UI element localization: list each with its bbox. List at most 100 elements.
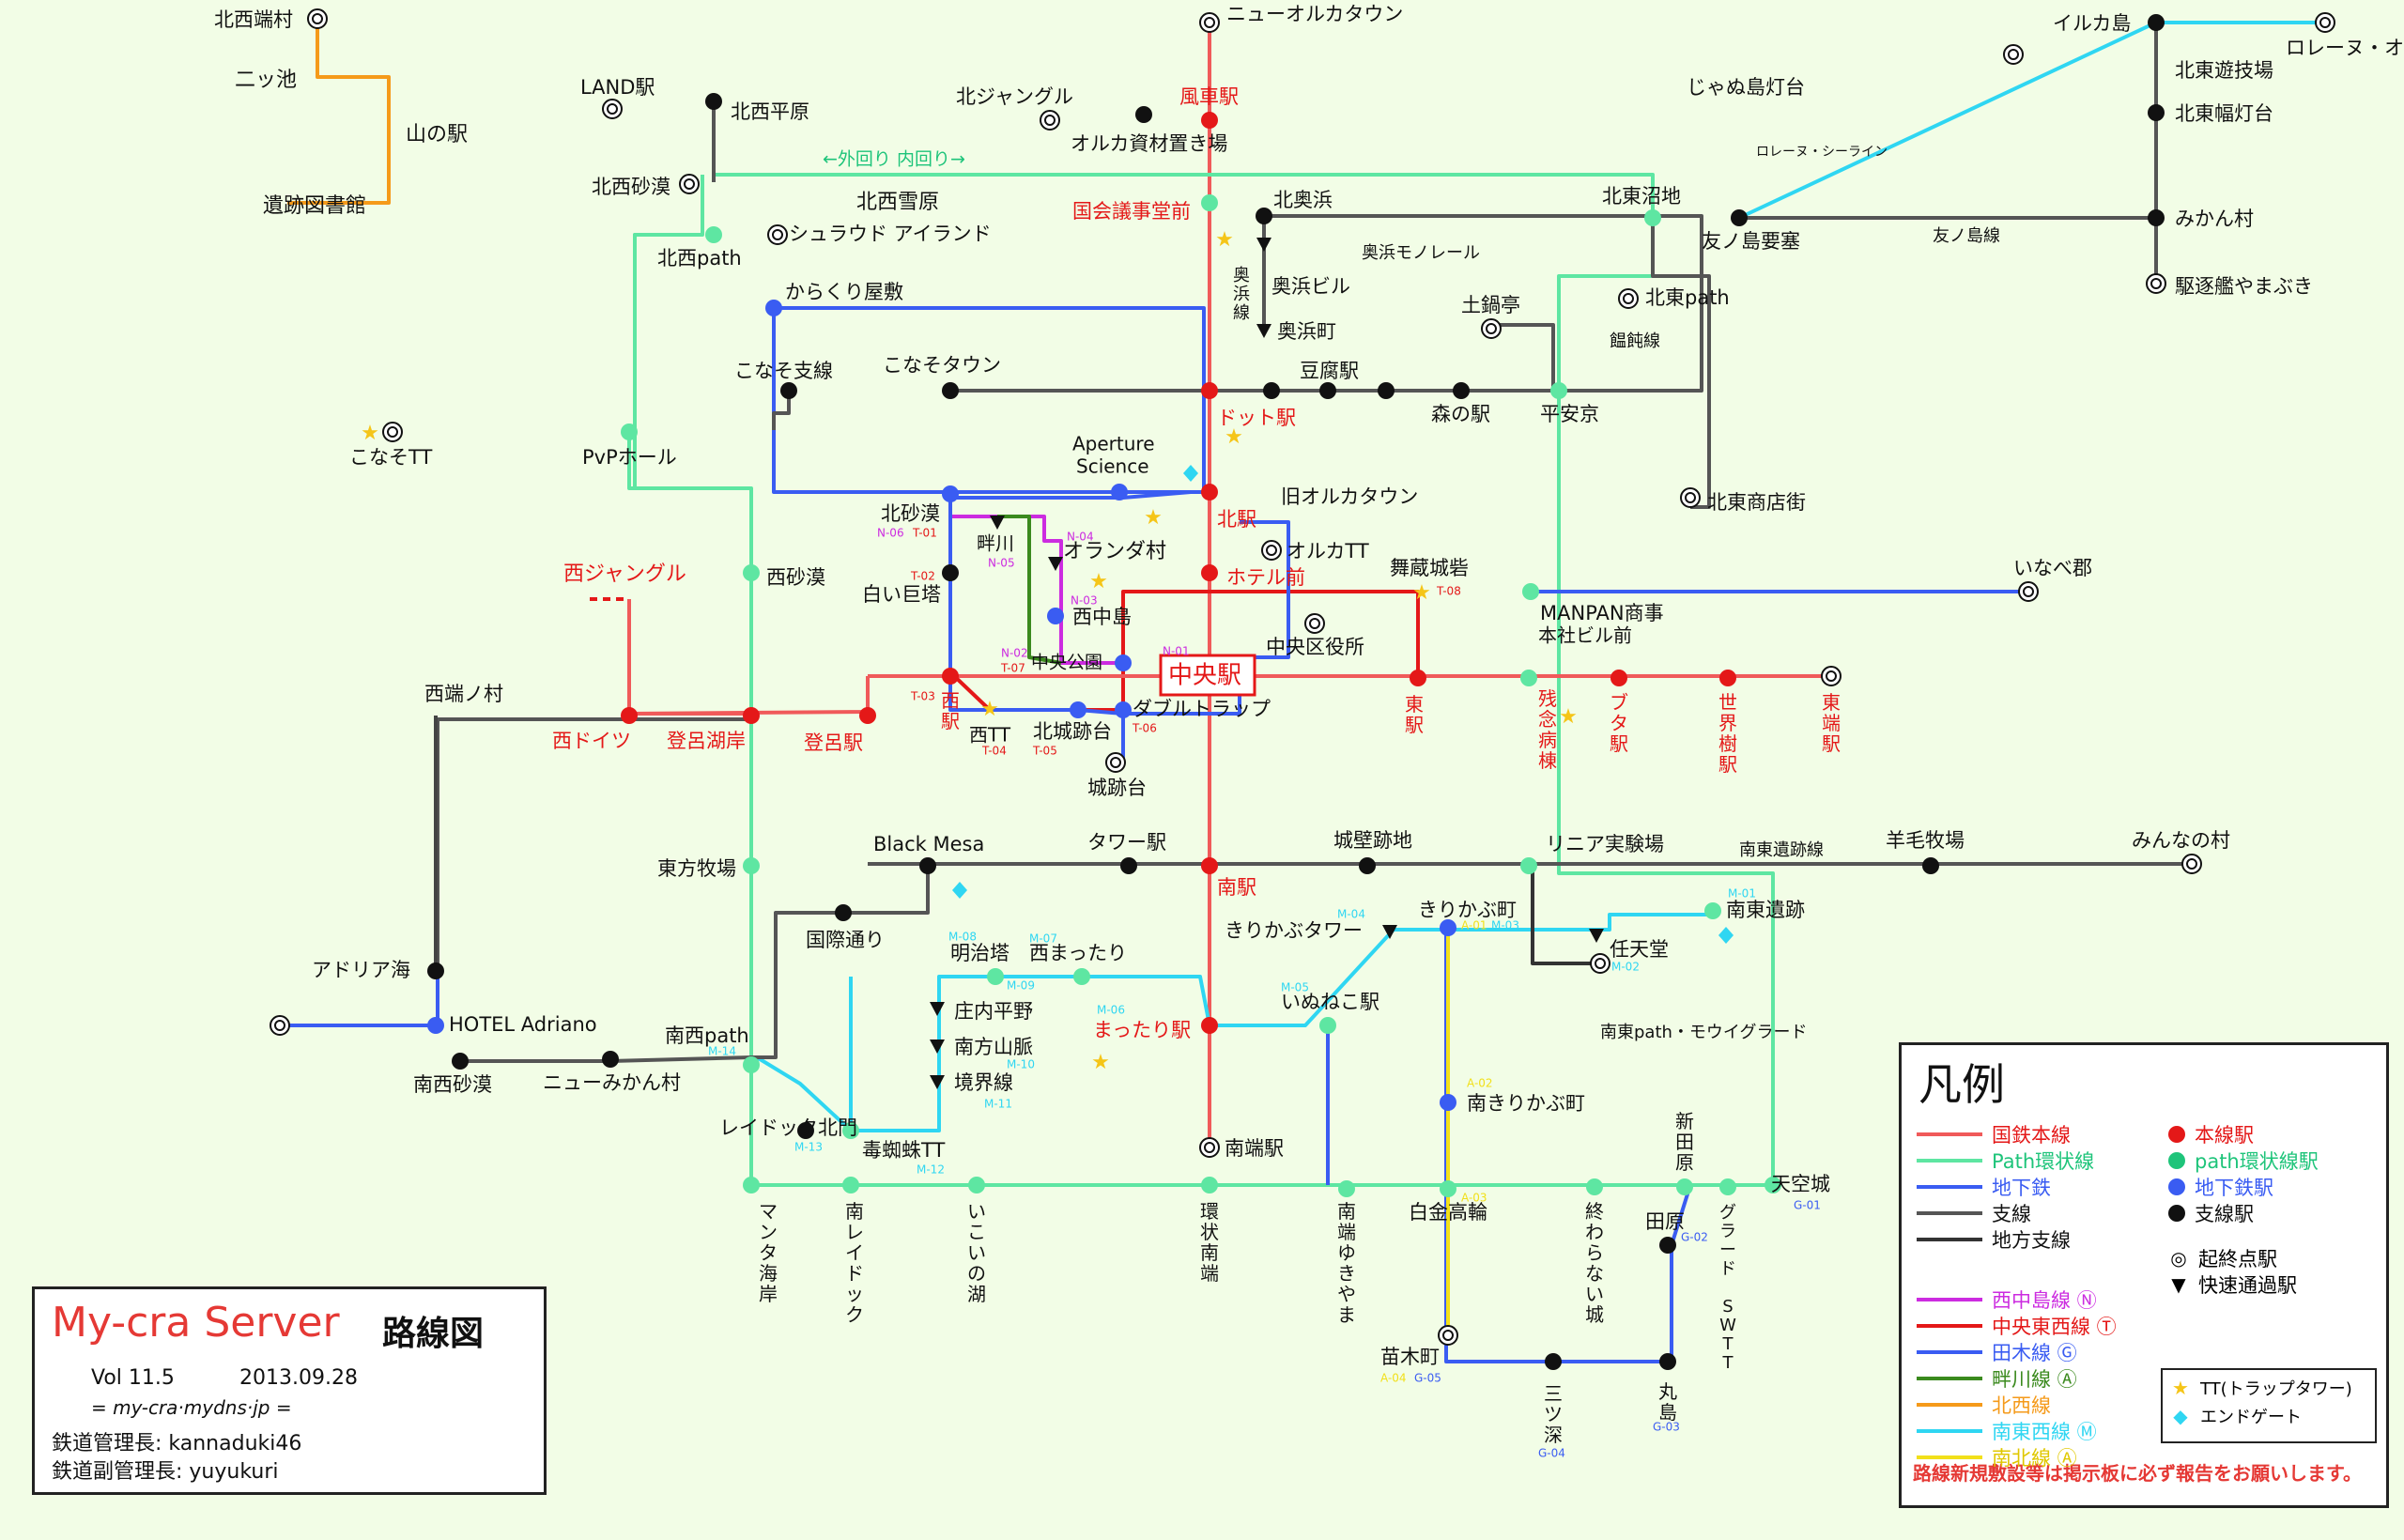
- station-dot[interactable]: [1520, 670, 1537, 686]
- map-label: 北西雪原: [856, 191, 939, 214]
- station-dot[interactable]: [743, 1177, 760, 1194]
- station-label: 豆腐駅: [1300, 360, 1359, 382]
- station-dot[interactable]: [1338, 1180, 1355, 1197]
- station-dot[interactable]: [1704, 902, 1721, 919]
- station-dot[interactable]: [1201, 1017, 1218, 1034]
- vertical-label-char: 東: [1405, 693, 1424, 716]
- station-dot[interactable]: [452, 1053, 469, 1070]
- station-dot[interactable]: [842, 1177, 859, 1194]
- station-dot[interactable]: [1120, 857, 1137, 874]
- station-dot[interactable]: [1644, 209, 1661, 226]
- map-label: オランダ村: [1063, 540, 1166, 563]
- station-dot[interactable]: [1764, 1177, 1781, 1194]
- legend-trap-icon: ★: [2172, 1377, 2189, 1399]
- station-dot[interactable]: [780, 382, 797, 399]
- station-dot[interactable]: [1550, 382, 1567, 399]
- station-dot[interactable]: [1522, 583, 1539, 600]
- station-dot[interactable]: [743, 564, 760, 581]
- station-dot[interactable]: [2148, 104, 2165, 121]
- station-dot[interactable]: [987, 968, 1004, 985]
- station-dot[interactable]: [705, 93, 722, 110]
- station-dot[interactable]: [743, 857, 760, 874]
- station-dot[interactable]: [1256, 208, 1272, 224]
- station-dot[interactable]: [621, 424, 638, 440]
- station-dot[interactable]: [1115, 654, 1132, 671]
- station-dot[interactable]: [1201, 1177, 1218, 1194]
- station-dot[interactable]: [1111, 484, 1128, 500]
- station-dot[interactable]: [1073, 968, 1090, 985]
- station-dot[interactable]: [1440, 1094, 1456, 1111]
- station-dot[interactable]: [705, 226, 722, 243]
- station-label: Black Mesa: [873, 833, 984, 855]
- station-dot[interactable]: [835, 904, 852, 921]
- legend-station-label: path環状線駅: [2195, 1150, 2319, 1173]
- station-dot[interactable]: [1201, 484, 1218, 500]
- terminal-inner-ring: [1486, 323, 1497, 334]
- legend-line-row: 畔川線 Ⓐ: [1917, 1366, 2077, 1391]
- station-dot[interactable]: [797, 1122, 814, 1139]
- terminal-label: 任天堂: [1610, 938, 1669, 961]
- station-dot[interactable]: [1319, 1017, 1336, 1034]
- station-dot[interactable]: [842, 1122, 859, 1139]
- station-dot[interactable]: [1359, 857, 1376, 874]
- station-dot[interactable]: [1731, 209, 1748, 226]
- terminal-inner-ring: [1044, 115, 1056, 126]
- legend-station-dot: [2168, 1178, 2185, 1195]
- station-dot[interactable]: [1440, 1180, 1456, 1197]
- station-dot[interactable]: [1440, 919, 1456, 936]
- station-dot[interactable]: [1047, 608, 1064, 624]
- station-dot[interactable]: [743, 707, 760, 724]
- station-dot[interactable]: [859, 707, 876, 724]
- trap-tower-star-icon: ★: [361, 422, 379, 445]
- station-dot[interactable]: [1659, 1353, 1676, 1370]
- station-dot[interactable]: [1659, 1237, 1676, 1254]
- station-dot[interactable]: [1378, 382, 1395, 399]
- terminal-inner-ring: [2186, 858, 2197, 870]
- station-label: 西砂漠: [766, 566, 825, 589]
- vertical-label-char: 浜: [1233, 285, 1250, 304]
- station-dot[interactable]: [427, 962, 444, 979]
- station-dot[interactable]: [1676, 1178, 1693, 1195]
- vertical-label-char: 棟: [1538, 749, 1557, 772]
- station-dot[interactable]: [1586, 1178, 1603, 1195]
- terminal-label: オルカTT: [1287, 540, 1369, 562]
- station-dot[interactable]: [1201, 382, 1218, 399]
- station-dot[interactable]: [1545, 1353, 1562, 1370]
- station-dot[interactable]: [1520, 857, 1537, 874]
- station-dot[interactable]: [1610, 670, 1627, 686]
- station-dot[interactable]: [1719, 1178, 1736, 1195]
- legend-line-swatch: [1917, 1211, 1982, 1215]
- station-dot[interactable]: [427, 1017, 444, 1034]
- station-dot[interactable]: [1201, 564, 1218, 581]
- station-code: N-01: [1163, 645, 1190, 658]
- station-dot[interactable]: [1263, 382, 1280, 399]
- station-dot[interactable]: [621, 707, 638, 724]
- station-dot[interactable]: [1070, 701, 1086, 718]
- station-dot[interactable]: [942, 564, 959, 581]
- station-dot[interactable]: [919, 857, 936, 874]
- station-dot[interactable]: [1201, 857, 1218, 874]
- station-dot[interactable]: [743, 1056, 760, 1073]
- station-label: ホテル前: [1226, 566, 1305, 589]
- station-dot[interactable]: [1319, 382, 1336, 399]
- station-dot[interactable]: [1719, 670, 1736, 686]
- station-dot[interactable]: [2148, 209, 2165, 226]
- station-dot[interactable]: [1201, 194, 1218, 211]
- station-dot[interactable]: [942, 485, 959, 502]
- station-dot[interactable]: [1115, 701, 1132, 718]
- vertical-label-char: W: [1719, 1316, 1736, 1335]
- station-dot[interactable]: [968, 1177, 985, 1194]
- map-label: 庄内平野: [954, 1000, 1033, 1023]
- station-dot[interactable]: [1922, 857, 1939, 874]
- station-dot[interactable]: [942, 382, 959, 399]
- station-dot[interactable]: [1453, 382, 1470, 399]
- station-dot[interactable]: [1201, 112, 1218, 129]
- station-dot[interactable]: [942, 668, 959, 685]
- station-dot[interactable]: [765, 300, 782, 316]
- station-dot[interactable]: [602, 1051, 619, 1068]
- vertical-label-char: ラ: [1719, 1222, 1736, 1241]
- legend-trap-row: ★TT(トラップタワー): [2170, 1376, 2352, 1400]
- station-dot[interactable]: [1135, 106, 1152, 123]
- station-dot[interactable]: [2148, 14, 2165, 31]
- station-dot[interactable]: [1410, 670, 1426, 686]
